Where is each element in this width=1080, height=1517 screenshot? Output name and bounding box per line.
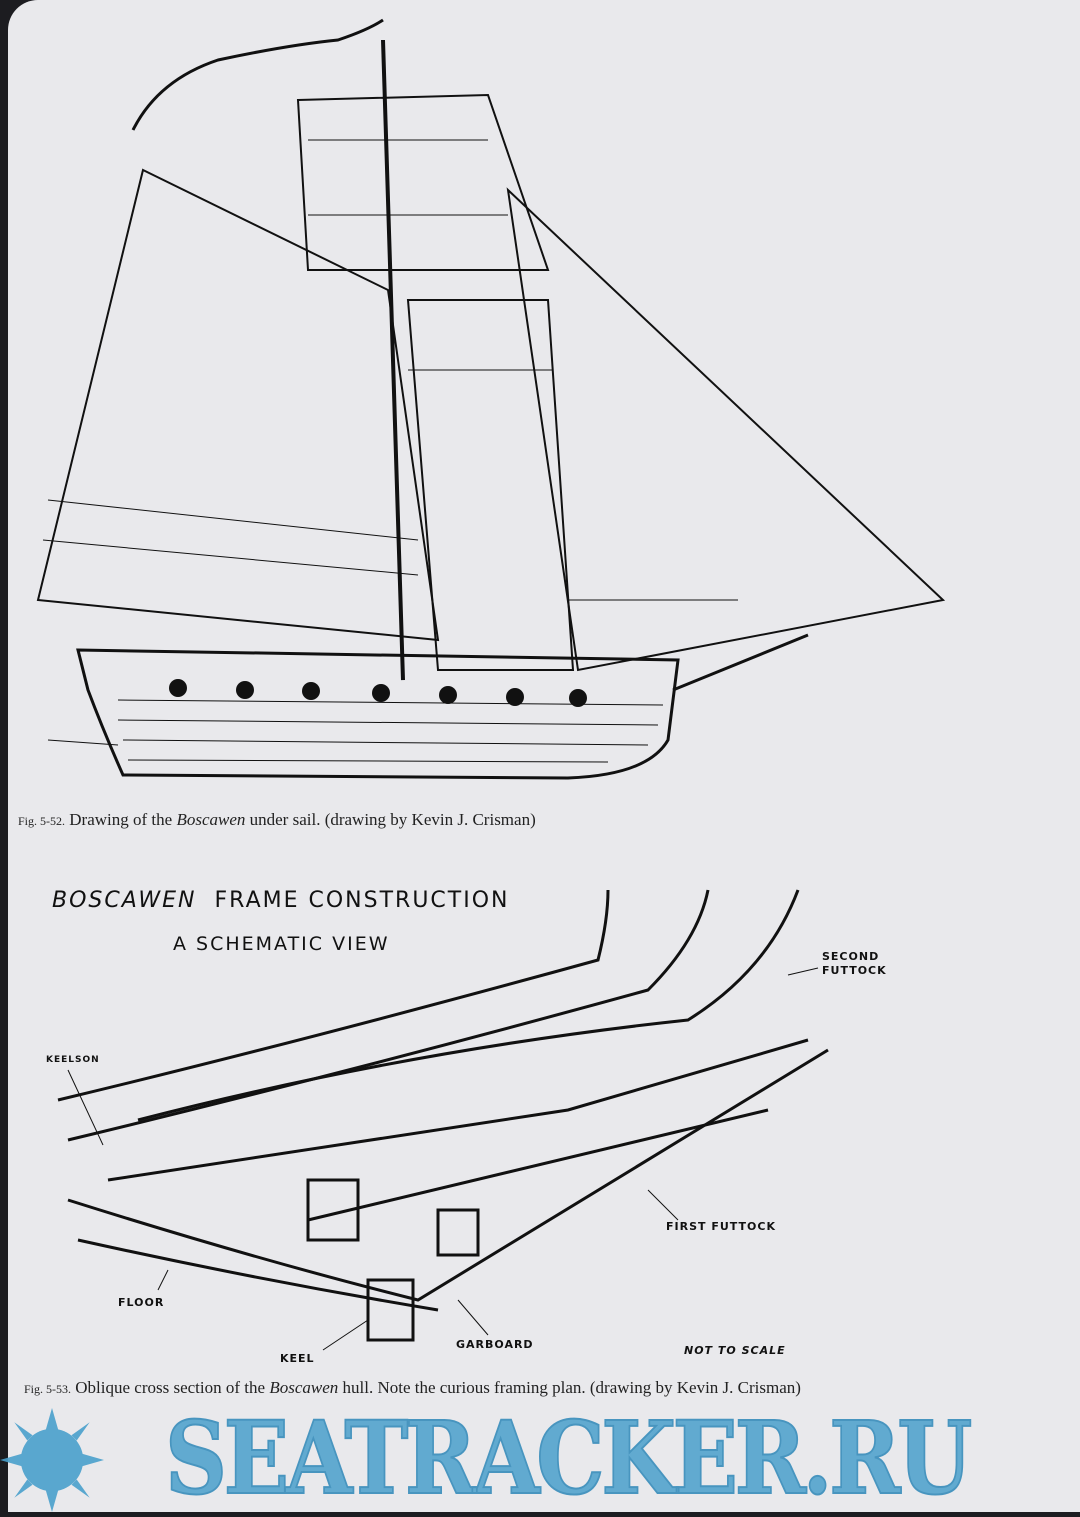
jib <box>506 187 946 672</box>
book-page: Fig. 5-52. Drawing of the Boscawen under… <box>8 0 1080 1512</box>
ship-drawing <box>36 18 946 780</box>
label-keel: KEEL <box>280 1352 315 1365</box>
label-second-futtock: SECOND FUTTOCK <box>822 950 887 977</box>
bowsprit <box>672 633 809 692</box>
hull <box>76 648 680 780</box>
figure-label: Fig. 5-52. <box>18 814 66 828</box>
topsail <box>296 93 550 271</box>
caption-text: Oblique cross section of the <box>75 1378 266 1397</box>
label-keelson: KEELSON <box>46 1055 100 1065</box>
gun-ports <box>169 679 587 707</box>
figure-caption-5-52: Fig. 5-52. Drawing of the Boscawen under… <box>18 810 536 830</box>
figure-caption-5-53: Fig. 5-53. Oblique cross section of the … <box>24 1378 801 1398</box>
caption-ship-name: Boscawen <box>269 1378 339 1397</box>
caption-text: under sail. (drawing by Kevin J. Crisman… <box>249 810 536 829</box>
figure-label: Fig. 5-53. <box>24 1382 72 1396</box>
label-garboard: GARBOARD <box>456 1338 534 1351</box>
pennant <box>131 18 384 131</box>
mainsail <box>406 299 575 671</box>
title-ship-name: BOSCAWEN <box>52 888 197 913</box>
label-first-futtock: FIRST FUTTOCK <box>666 1220 776 1233</box>
diagram-title: BOSCAWEN FRAME CONSTRUCTION <box>52 888 509 913</box>
diagram-subtitle: A SCHEMATIC VIEW <box>173 933 390 955</box>
frame-construction-drawing <box>57 889 829 1351</box>
caption-text: Drawing of the <box>69 810 173 829</box>
caption-text: hull. Note the curious framing plan. (dr… <box>342 1378 801 1397</box>
title-text: FRAME CONSTRUCTION <box>214 888 510 913</box>
label-not-to-scale: NOT TO SCALE <box>684 1344 786 1357</box>
watermark-text: SEATRACKER.RU <box>164 1399 973 1517</box>
caption-ship-name: Boscawen <box>176 810 246 829</box>
mast <box>381 39 405 681</box>
sun-logo-icon <box>0 1408 104 1512</box>
gaff-sail <box>36 168 440 642</box>
label-floor: FLOOR <box>118 1296 165 1309</box>
